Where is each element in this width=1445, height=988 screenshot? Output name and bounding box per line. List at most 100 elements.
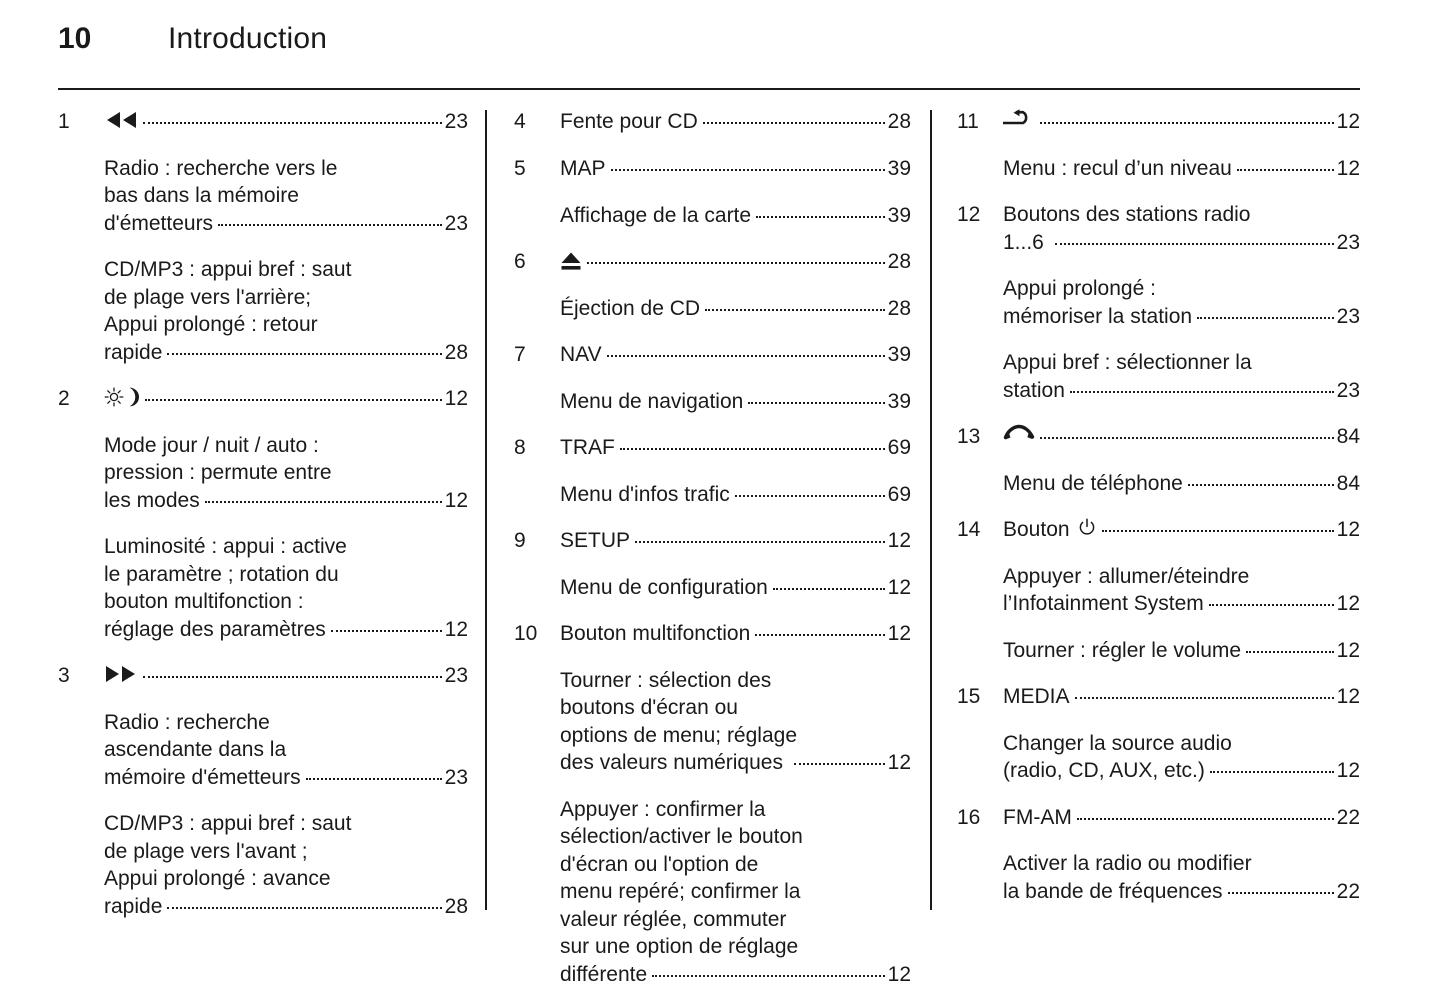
detail-line: Appuyer : allumer/éteindre [1003,563,1360,591]
detail-line: la bande de fréquences [1003,878,1223,906]
dot-leader [756,216,885,218]
back-arrow-icon [1003,109,1035,129]
entry-number: 8 [514,434,560,462]
page-ref: 12 [445,487,468,515]
page-ref: 22 [1337,804,1360,832]
entry-number: 1 [58,108,104,136]
dot-leader [167,353,441,355]
detail-line: Appui bref : sélectionner la [1003,349,1360,377]
entry-detail[interactable]: Mode jour / nuit / auto :pression : perm… [104,432,468,515]
entry-number: 9 [514,527,560,555]
entry-headline[interactable]: 23 [104,662,468,690]
dot-leader [748,402,884,404]
entry-headline[interactable]: 12 [104,385,468,413]
page-ref: 12 [888,620,911,648]
entry-number: 4 [514,108,560,136]
detail-line: rapide [104,893,162,921]
detail-line: bouton multifonction : [104,588,468,616]
entry-label: NAV [560,343,602,366]
detail-line: les modes [104,487,200,515]
detail-line: Tourner : sélection des [560,667,911,695]
page-ref: 84 [1337,470,1360,498]
detail-line: bas dans la mémoire [104,182,468,210]
dot-leader [773,588,885,590]
entry-label: Bouton [1003,518,1075,541]
entry-headline[interactable]: 84 [1003,423,1360,451]
entry-headline[interactable]: 12 [1003,108,1360,136]
entry-number: 12 [957,201,1003,229]
page-ref: 28 [445,339,468,367]
detail-line: Radio : recherche [104,709,468,737]
dot-leader [1040,122,1334,124]
dot-leader [1055,243,1334,245]
entry-detail[interactable]: Changer la source audio(radio, CD, AUX, … [1003,730,1360,785]
dot-leader [1210,771,1334,773]
detail-line: d'écran ou l'option de [560,851,911,879]
detail-line: boutons d'écran ou [560,694,911,722]
entry-headline[interactable]: 23 [104,108,468,136]
page-ref: 28 [888,248,911,276]
entry-label: SETUP [560,529,630,552]
entry-number: 13 [957,423,1003,451]
dot-leader [331,630,442,632]
detail-line: de plage vers l'arrière; [104,284,468,312]
day-night-icon [104,386,140,408]
dot-leader [620,448,885,450]
page-ref: 23 [1337,229,1360,257]
entry-label: TRAF [560,436,615,459]
entry-headline[interactable]: 28 [560,248,911,276]
entry-label: Boutons des stations radio [1003,201,1360,229]
dot-leader [1102,530,1333,532]
header-divider-rule [58,88,1360,90]
entry-headline[interactable]: Bouton 12 [1003,516,1360,544]
detail-line: Menu : recul d’un niveau [1003,155,1232,183]
page-ref: 12 [888,749,911,777]
page-ref: 23 [445,662,468,690]
entry-number: 11 [957,108,1003,136]
